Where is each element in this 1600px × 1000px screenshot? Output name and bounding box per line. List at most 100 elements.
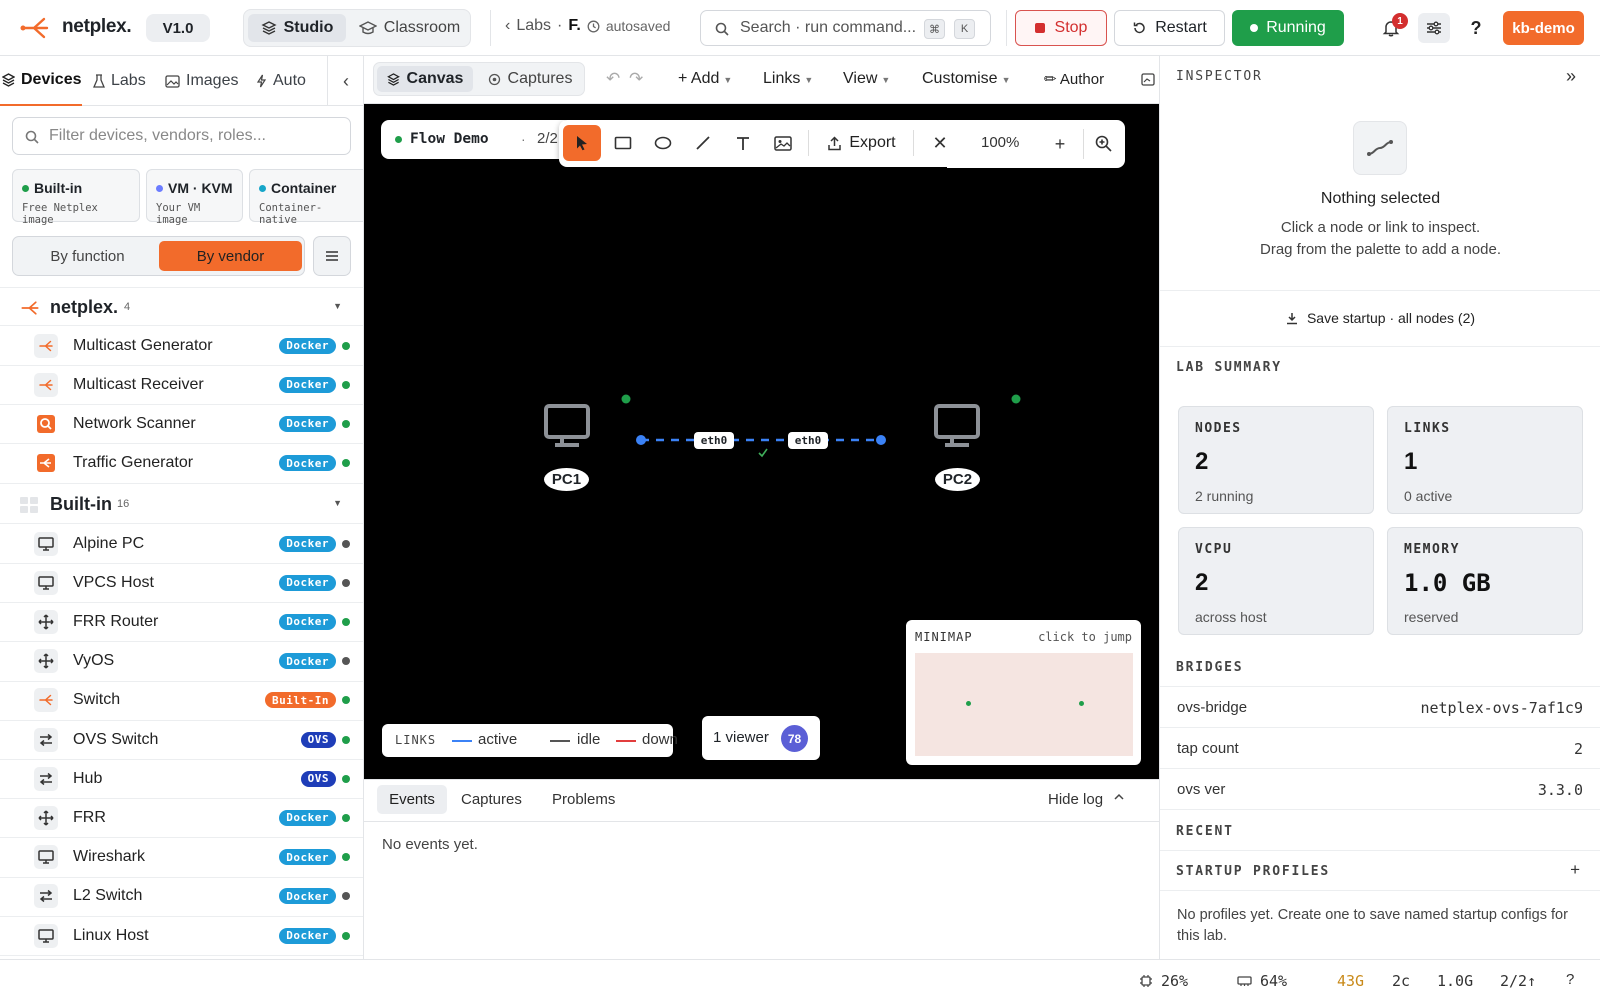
device-type-badge: OVS [300, 770, 336, 787]
log-tab-problems[interactable]: Problems [552, 791, 616, 808]
tab-devices[interactable]: Devices [0, 56, 82, 106]
mode-classroom-button[interactable]: Classroom [352, 14, 467, 42]
breadcrumb-current[interactable]: F. [568, 17, 581, 34]
interface-label-a[interactable]: eth0 [694, 432, 734, 449]
log-tab-events[interactable]: Events [377, 785, 447, 814]
viewer-avatar[interactable]: 78 [781, 725, 808, 752]
disk-usage: 43G [1337, 972, 1365, 990]
lab-name: Flow Demo [410, 131, 489, 147]
text-tool-button[interactable] [725, 125, 761, 161]
log-tab-captures[interactable]: Captures [461, 791, 522, 808]
autosave-status: autosaved [605, 18, 671, 34]
chip-built-in[interactable]: Built-in Free Netplex image [12, 169, 140, 226]
group-header-built-in[interactable]: Built-in 16 ▼ [0, 485, 363, 524]
help-button[interactable]: ? [1470, 17, 1482, 38]
vcpu-card: VCPU 2 across host [1178, 527, 1374, 635]
mode-studio-button[interactable]: Studio [248, 14, 346, 42]
divider [1160, 890, 1600, 891]
device-name: FRR Router [73, 612, 159, 630]
link-endpoint-b[interactable] [876, 435, 886, 445]
command-search[interactable]: Search · run command... ⌘ K [700, 10, 991, 46]
lightning-icon [256, 74, 267, 88]
notifications-button[interactable]: 1 [1380, 13, 1408, 42]
image-tool-button[interactable] [765, 125, 801, 161]
chip-vm-kvm[interactable]: VM · KVM Your VM image [146, 169, 243, 226]
link-endpoint-a[interactable] [636, 435, 646, 445]
chip-container[interactable]: Container Container-native [249, 169, 363, 226]
hide-log-button[interactable]: Hide log [1048, 791, 1125, 808]
settings-sliders-button[interactable] [1418, 13, 1450, 43]
export-button[interactable]: Export [821, 125, 903, 161]
pc1-label[interactable]: PC1 [544, 468, 589, 491]
collapse-inspector-button[interactable]: » [1565, 66, 1576, 86]
viewers-pill[interactable]: 1 viewer 78 [702, 716, 820, 760]
running-status-button[interactable]: Running [1232, 10, 1344, 46]
list-view-button[interactable] [313, 236, 351, 276]
interface-label-b[interactable]: eth0 [788, 432, 828, 449]
zoom-fit-icon[interactable] [1095, 135, 1112, 152]
divider [913, 130, 914, 156]
save-startup-button[interactable]: Save startup · all nodes (2) [1160, 299, 1600, 337]
drawing-toolbar: Export ✕ [559, 120, 965, 167]
group-header-netplex[interactable]: netplex. 4 ▼ [0, 287, 363, 326]
group-by-vendor-button[interactable]: By vendor [159, 241, 302, 271]
minimap-viewport[interactable] [915, 653, 1133, 756]
select-tool-button[interactable] [563, 125, 601, 161]
line-tool-button[interactable] [685, 125, 721, 161]
menu-customise[interactable]: Customise▼ [922, 70, 1011, 88]
rectangle-tool-button[interactable] [605, 125, 641, 161]
bridge-value: 2 [1573, 740, 1583, 758]
status-dot-icon [342, 696, 350, 705]
status-help-button[interactable]: ? [1566, 971, 1575, 988]
undo-icon[interactable]: ↶ [606, 69, 621, 88]
redo-icon[interactable]: ↷ [629, 69, 644, 88]
close-icon[interactable]: ✕ [932, 132, 948, 153]
add-profile-button[interactable]: + [1570, 860, 1580, 879]
tab-images[interactable]: Images [165, 56, 238, 106]
device-name: VyOS [73, 652, 115, 670]
pc2-label[interactable]: PC2 [935, 468, 980, 491]
ellipse-tool-button[interactable] [645, 125, 681, 161]
search-icon [715, 22, 729, 36]
zoom-in-button[interactable]: + [1054, 133, 1066, 154]
collapse-sidebar-button[interactable]: ‹ [327, 56, 363, 106]
pc1-node[interactable] [544, 404, 590, 447]
device-type-badge: Built-In [265, 692, 336, 709]
minimap[interactable]: MINIMAP click to jump [906, 620, 1141, 765]
breadcrumb-labs[interactable]: Labs [516, 17, 552, 34]
device-filter-input[interactable]: Filter devices, vendors, roles... [12, 117, 351, 155]
group-by-function-button[interactable]: By function [50, 247, 125, 265]
menu-add[interactable]: + Add▼ [678, 70, 732, 88]
tab-labs[interactable]: Labs [93, 56, 146, 106]
tab-auto[interactable]: Auto [256, 56, 306, 106]
user-account-button[interactable]: kb-demo [1503, 11, 1584, 45]
menu-links[interactable]: Links▼ [763, 70, 813, 88]
tab-captures[interactable]: Captures [478, 66, 582, 92]
version-badge[interactable]: V1.0 [146, 14, 210, 42]
panel-icon[interactable] [1141, 73, 1155, 86]
zoom-level: 100% [981, 134, 1020, 151]
stop-button[interactable]: Stop [1015, 10, 1107, 46]
menu-view[interactable]: View▼ [843, 70, 890, 88]
author-button[interactable]: ✏ Author [1044, 71, 1105, 88]
restart-button[interactable]: Restart [1114, 10, 1225, 46]
chevron-left-icon[interactable]: ‹ [505, 17, 511, 34]
tab-canvas[interactable]: Canvas [377, 66, 473, 92]
topology-canvas[interactable]: Flow Demo · 2/2 n [364, 104, 1159, 779]
pc2-node[interactable] [934, 404, 980, 447]
